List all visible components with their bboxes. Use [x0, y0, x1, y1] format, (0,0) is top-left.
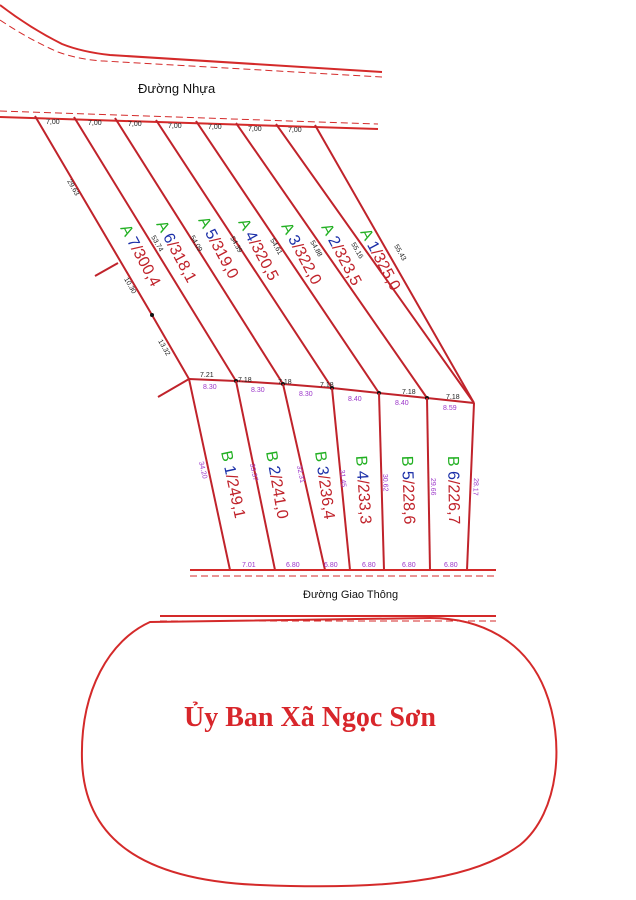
lot-divider — [378, 392, 385, 571]
rear-width-dim: 7.18 — [278, 379, 292, 386]
survey-point — [150, 313, 154, 317]
bottom-width-dim: 6.80 — [324, 562, 338, 569]
rear-width-dim: 7.18 — [446, 394, 460, 401]
block-b-side-lengths: 34.20 33.37 32.31 31.45 30.62 29.66 28.1… — [197, 461, 479, 496]
frontage-dim: 7,00 — [88, 120, 102, 127]
lot-divider — [195, 120, 380, 394]
lot-divider — [235, 380, 276, 571]
side-length-dim: 55.43 — [392, 244, 407, 263]
block-b-right-boundary — [466, 402, 475, 571]
side-length-dim: 32.31 — [295, 465, 306, 484]
lot-label: A 1/325,0 — [356, 226, 403, 294]
lot-label: B 2/241,0 — [262, 450, 291, 521]
side-length-dim: 28.17 — [471, 478, 479, 496]
lot-divider — [235, 122, 428, 399]
rear-width-dim: 7.18 — [402, 389, 416, 396]
lot-divider — [282, 383, 326, 571]
lot-divider — [314, 124, 475, 404]
lot-divider — [155, 119, 333, 389]
bottom-width-dim: 6.80 — [402, 562, 416, 569]
bottom-width-dim: 6.80 — [286, 562, 300, 569]
boundary-tick — [157, 378, 190, 398]
block-b — [188, 378, 475, 571]
lot-divider — [331, 387, 351, 571]
office-boundary — [80, 616, 558, 888]
lot-label: B 5/228,6 — [398, 456, 417, 525]
block-b-labels: B 1/249,1 B 2/241,0 B 3/236,4 B 4/233,3 … — [217, 449, 462, 524]
lot-label: B 4/233,3 — [352, 455, 374, 525]
bottom-width-dim: 7.01 — [242, 562, 256, 569]
side-length-dim: 31.45 — [338, 469, 347, 487]
top-width-dim: 8.40 — [395, 400, 409, 407]
block-b-bottom-widths: 7.01 6.80 6.80 6.80 6.80 6.80 — [242, 562, 458, 569]
side-length-dim: 54.09 — [188, 235, 203, 254]
lot-label: B 3/236,4 — [311, 450, 337, 520]
frontage-dim: 7,00 — [248, 126, 262, 133]
block-a-frontages: 7,00 7,00 7,00 7,00 7,00 7,00 7,00 — [46, 119, 302, 134]
block-a-right-boundary — [275, 123, 475, 404]
block-b-left-boundary — [188, 378, 231, 571]
frontage-dim: 7,00 — [208, 124, 222, 131]
side-length-dim: 33.37 — [248, 463, 259, 482]
left-edge-dim: 13.32 — [156, 339, 171, 358]
side-length-dim: 30.62 — [381, 474, 389, 492]
top-width-dim: 8.30 — [203, 384, 217, 391]
lot-label: B 1/249,1 — [217, 449, 248, 520]
side-length-dim: 34.20 — [197, 461, 208, 480]
top-width-dim: 8.40 — [348, 396, 362, 403]
block-b-top-widths: 8.30 8.30 8.30 8.40 8.40 8.59 — [203, 384, 457, 412]
rear-width-dim: 7.18 — [320, 382, 334, 389]
frontage-dim: 7,00 — [128, 121, 142, 128]
lot-label: B 6/226,7 — [444, 456, 462, 525]
top-width-dim: 8.59 — [443, 405, 457, 412]
block-a-rear-widths: 7.21 7.18 7.18 7.18 7.18 7.18 — [200, 372, 460, 401]
boundary-tick — [94, 262, 119, 277]
top-width-dim: 8.30 — [299, 391, 313, 398]
office-label: Ủy Ban Xã Ngọc Sơn — [184, 702, 436, 733]
lot-divider — [114, 117, 284, 385]
rear-width-dim: 7.21 — [200, 372, 214, 379]
side-length-dim: 29.66 — [429, 478, 436, 496]
rear-width-dim: 7.18 — [238, 377, 252, 384]
top-width-dim: 8.30 — [251, 387, 265, 394]
bottom-width-dim: 6.80 — [362, 562, 376, 569]
asphalt-road — [0, 4, 383, 130]
frontage-dim: 7,00 — [46, 119, 60, 126]
lot-divider — [73, 116, 237, 382]
frontage-dim: 7,00 — [288, 127, 302, 134]
road-label-bottom: Đường Giao Thông — [303, 589, 398, 601]
bottom-width-dim: 6.80 — [444, 562, 458, 569]
frontage-dim: 7,00 — [168, 123, 182, 130]
road-label-top: Đường Nhựa — [138, 81, 216, 96]
lot-divider — [426, 397, 431, 571]
